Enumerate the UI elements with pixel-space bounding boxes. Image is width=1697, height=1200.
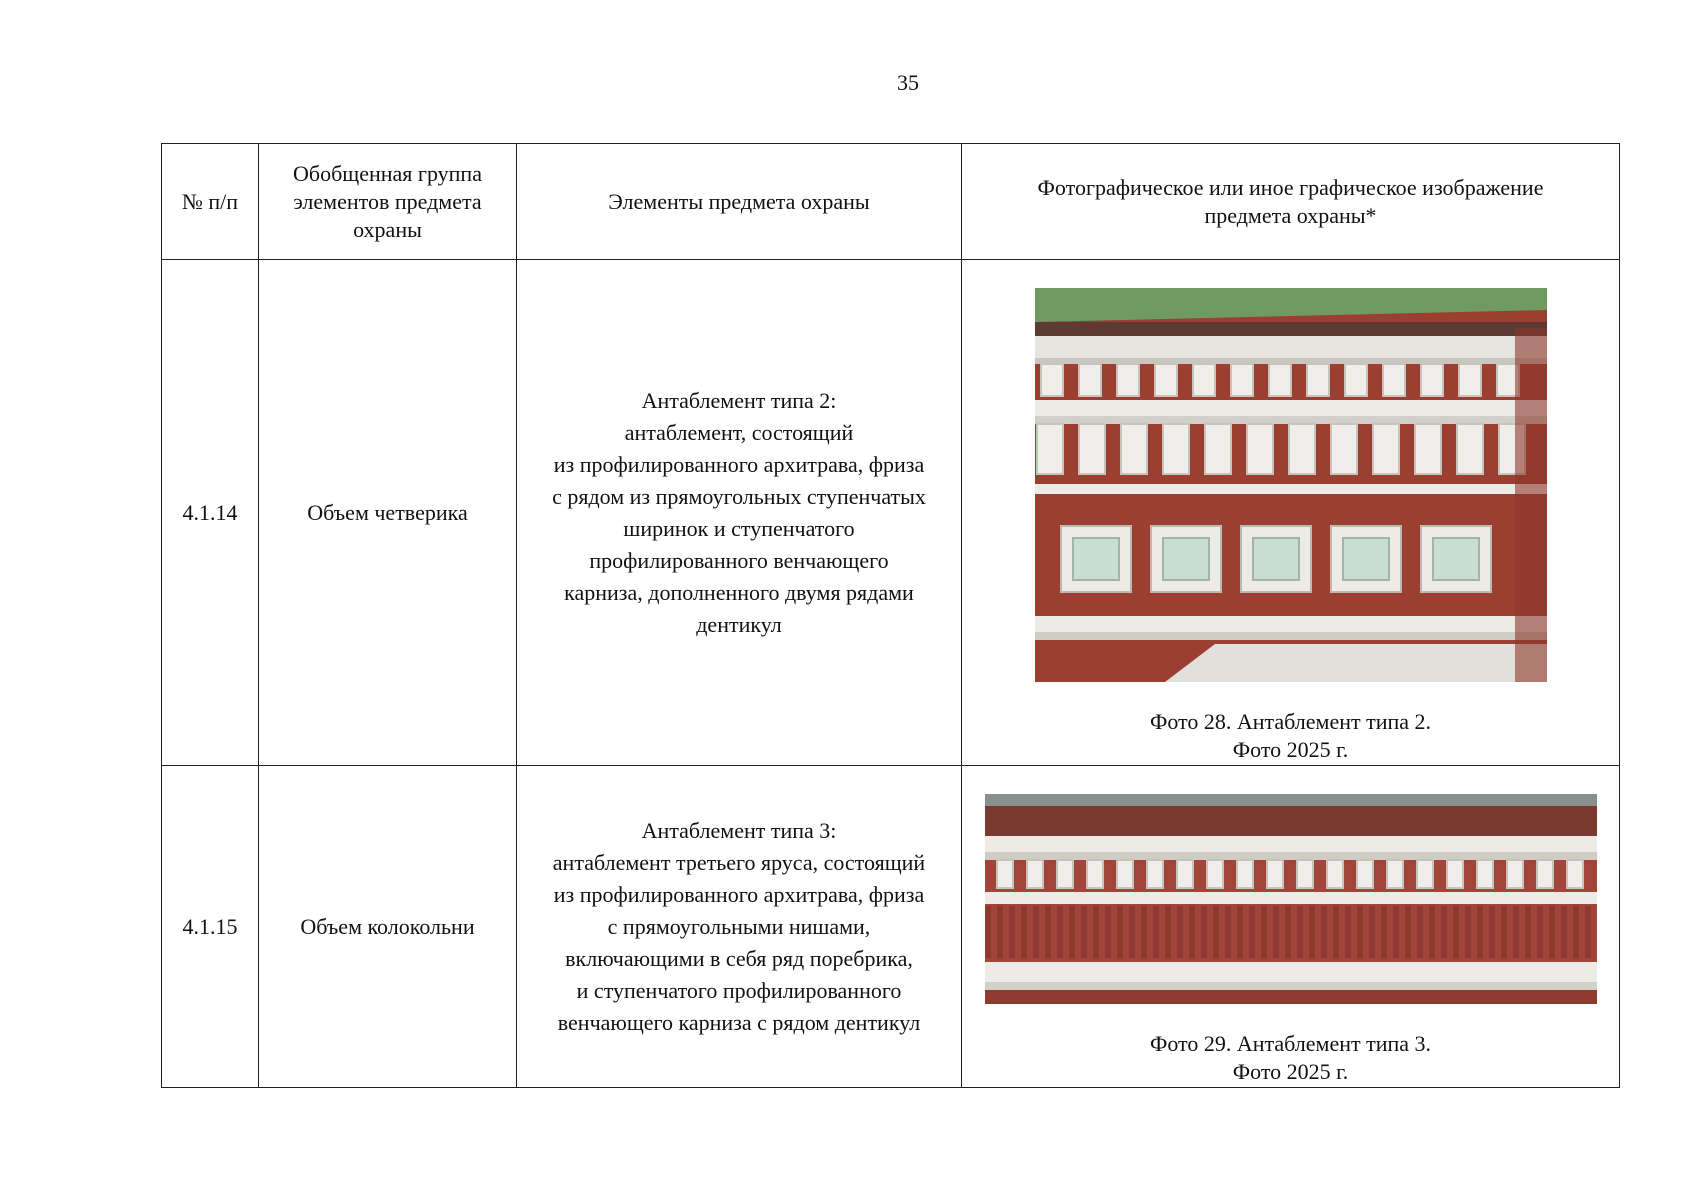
table-header-row: № п/п Обобщенная группа элементов предме… [161, 143, 1620, 260]
caption-line-1: Фото 29. Антаблемент типа 3. [1149, 1031, 1432, 1056]
photo-caption: Фото 29. Антаблемент типа 3. Фото 2025 г… [962, 1030, 1619, 1086]
elements-text: Антаблемент типа 2: антаблемент, состоящ… [552, 387, 926, 637]
header-group: Обобщенная группа элементов предмета охр… [258, 143, 517, 260]
photo-cell: Фото 29. Антаблемент типа 3. Фото 2025 г… [961, 765, 1620, 1088]
table-row: 4.1.14 Объем четверика Антаблемент типа … [161, 259, 1620, 766]
row-group: Объем колокольни [258, 765, 517, 1088]
header-num: № п/п [161, 143, 259, 260]
row-num: 4.1.14 [161, 259, 259, 766]
photo-cell: Фото 28. Антаблемент типа 2. Фото 2025 г… [961, 259, 1620, 766]
table-row: 4.1.15 Объем колокольни Антаблемент типа… [161, 765, 1620, 1088]
photo-caption: Фото 28. Антаблемент типа 2. Фото 2025 г… [962, 708, 1619, 764]
header-image: Фотографическое или иное графическое изо… [961, 143, 1620, 260]
photo-entablature-type-3 [985, 794, 1597, 1004]
row-num: 4.1.15 [161, 765, 259, 1088]
caption-line-1: Фото 28. Антаблемент типа 2. [1149, 709, 1432, 734]
photo-entablature-type-2 [1035, 288, 1547, 682]
page-number: 35 [897, 70, 919, 95]
caption-line-2: Фото 2025 г. [1232, 1059, 1349, 1084]
row-group: Объем четверика [258, 259, 517, 766]
protection-elements-table: № п/п Обобщенная группа элементов предме… [161, 143, 1620, 1088]
elements-text: Антаблемент типа 3: антаблемент третьего… [552, 817, 926, 1035]
caption-line-2: Фото 2025 г. [1232, 737, 1349, 762]
row-elements: Антаблемент типа 3: антаблемент третьего… [516, 765, 962, 1088]
header-elements: Элементы предмета охраны [516, 143, 962, 260]
row-elements: Антаблемент типа 2: антаблемент, состоящ… [516, 259, 962, 766]
